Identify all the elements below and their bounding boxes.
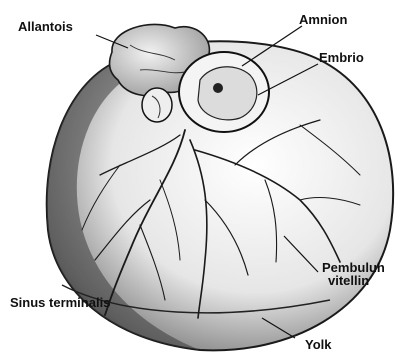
label-vitellin: vitellin <box>328 273 369 288</box>
embryo <box>198 67 257 120</box>
label-sinus-terminalis: Sinus terminalis <box>10 295 110 310</box>
label-yolk: Yolk <box>305 337 332 352</box>
embryo-eye <box>213 83 223 93</box>
label-amnion: Amnion <box>299 12 347 27</box>
label-allantois: Allantois <box>18 19 73 34</box>
amnion <box>179 52 269 132</box>
label-embrio: Embrio <box>319 50 364 65</box>
small-vesicle <box>142 88 172 122</box>
